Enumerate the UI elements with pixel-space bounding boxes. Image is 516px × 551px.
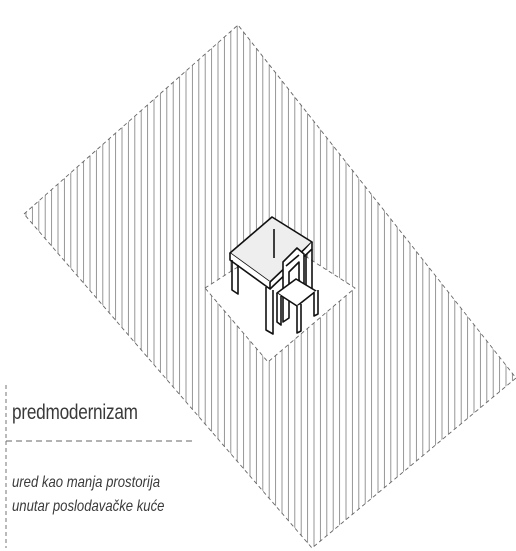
caption-description-line-1: ured kao manja prostorija <box>12 474 161 491</box>
chair <box>276 247 319 334</box>
house-outline <box>23 24 516 549</box>
caption-title: predmodernizam <box>12 401 138 424</box>
caption-description-line-2: unutar poslodavačke kuće <box>12 498 165 515</box>
